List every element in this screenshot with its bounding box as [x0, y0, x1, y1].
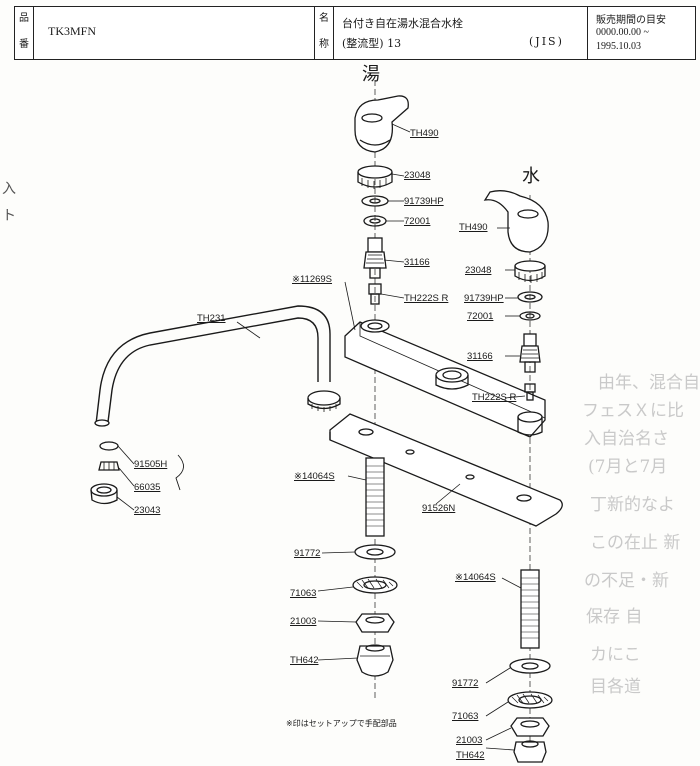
part-label: 71063	[452, 711, 479, 722]
cold-spindle-drawing	[519, 333, 541, 373]
sales-period-cell: 販売期間の目安 0000.00.00 ~ 1995.10.03	[588, 7, 695, 59]
hot-pipe-drawing	[365, 457, 385, 537]
name-label-cell: 名 称	[315, 7, 334, 59]
part-label: 23048	[404, 170, 431, 181]
part-label: 66035	[134, 482, 161, 493]
hot-gasket-drawing	[354, 544, 396, 560]
part-label: 72001	[467, 311, 494, 322]
part-label: ※14064S	[455, 572, 496, 583]
cold-headpart-drawing	[524, 383, 536, 401]
part-label: 31166	[404, 257, 430, 268]
faucet-body-drawing	[344, 319, 546, 438]
hot-locknut-drawing	[355, 613, 395, 633]
part-label: TH490	[459, 222, 488, 233]
part-label: 71063	[290, 588, 317, 599]
bg-line: 由年、混合自	[598, 373, 700, 393]
cold-lockwasher-drawing	[507, 691, 553, 709]
part-label: ※11269S	[292, 274, 333, 285]
bg-edge-char: 入	[2, 181, 16, 197]
strainer-washer-drawing	[99, 441, 119, 451]
base-plate-drawing	[329, 413, 563, 527]
leader-lines	[116, 123, 526, 751]
hot-handle-drawing	[354, 95, 409, 153]
hot-lockwasher-drawing	[352, 576, 398, 594]
jis-standard: (JIS)	[529, 35, 564, 48]
part-label: ※14064S	[294, 471, 335, 482]
product-name-cell: 台付き自在湯水混合水栓 (整流型) 13 (JIS)	[334, 7, 588, 59]
name-label-bottom: 称	[319, 39, 329, 50]
product-code-cell: TK3MFN	[34, 7, 315, 59]
spout-drawing	[94, 305, 341, 427]
sales-period-end: 1995.10.03	[596, 41, 641, 52]
bracket-mark	[175, 454, 184, 491]
hot-coupling-drawing	[356, 644, 394, 677]
part-label: 91739HP	[464, 293, 504, 304]
cold-handle-drawing	[483, 190, 549, 253]
sales-period-start: 0000.00.00 ~	[596, 27, 649, 38]
part-label: TH231	[197, 313, 226, 324]
bg-line: 目各道	[590, 677, 641, 697]
part-label: 23048	[465, 265, 492, 276]
strainer-drawing	[98, 461, 120, 471]
bg-line: の不足・新	[584, 571, 669, 591]
bg-edge-char: ト	[2, 208, 16, 224]
bg-line: カにこ	[590, 645, 641, 665]
part-label: 21003	[290, 616, 317, 627]
hinban-label-bottom: 番	[19, 39, 29, 50]
cold-gasket-drawing	[509, 658, 551, 674]
product-name-line2: (整流型) 13	[342, 37, 402, 50]
hot-headpart-drawing	[368, 283, 382, 305]
part-label: 91772	[452, 678, 479, 689]
hot-cap-drawing	[357, 165, 393, 189]
footnote: ※印はセットアップで手配部品	[286, 719, 397, 728]
part-label: 91526N	[422, 503, 456, 514]
cold-coupling-drawing	[513, 740, 547, 763]
part-label: TH490	[410, 128, 439, 139]
product-name-line1: 台付き自在湯水混合水栓	[342, 17, 463, 30]
part-label: 91505H	[134, 459, 168, 470]
cold-cap-drawing	[514, 260, 546, 283]
part-label: 91739HP	[404, 196, 444, 207]
bg-line: この在止 新	[590, 533, 681, 553]
bg-line: フェスＸに比	[582, 401, 684, 421]
part-label: 31166	[467, 351, 493, 362]
cold-locknut-drawing	[510, 717, 550, 737]
bg-line: (7月と7月	[588, 457, 668, 477]
bg-line: 入自治名さ	[584, 429, 669, 449]
hinban-label-cell: 品 番	[15, 7, 34, 59]
part-label: 91772	[294, 548, 321, 559]
bg-line: 丁新的なよ	[590, 495, 675, 515]
part-label: 21003	[456, 735, 483, 746]
name-label-top: 名	[319, 13, 329, 24]
cold-pipe-drawing	[520, 569, 540, 649]
hot-spindle-drawing	[363, 237, 387, 279]
product-code: TK3MFN	[48, 24, 97, 38]
part-label: TH222S R	[472, 392, 517, 403]
bg-line: 保存 自	[586, 607, 643, 627]
spout-nut-drawing	[90, 483, 118, 505]
part-label: 72001	[404, 216, 431, 227]
title-block: 品 番 TK3MFN 名 称 台付き自在湯水混合水栓 (整流型) 13 (JIS…	[14, 6, 696, 60]
hinban-label-top: 品	[19, 13, 29, 24]
hot-label: 湯	[362, 64, 380, 85]
sales-period-title: 販売期間の目安	[596, 15, 666, 26]
part-label: TH222S R	[404, 293, 449, 304]
part-label: TH642	[456, 750, 485, 761]
part-label: TH642	[290, 655, 319, 666]
cold-label: 水	[522, 166, 540, 187]
part-label: 23043	[134, 505, 161, 516]
cold-washer-drawing	[517, 291, 543, 303]
